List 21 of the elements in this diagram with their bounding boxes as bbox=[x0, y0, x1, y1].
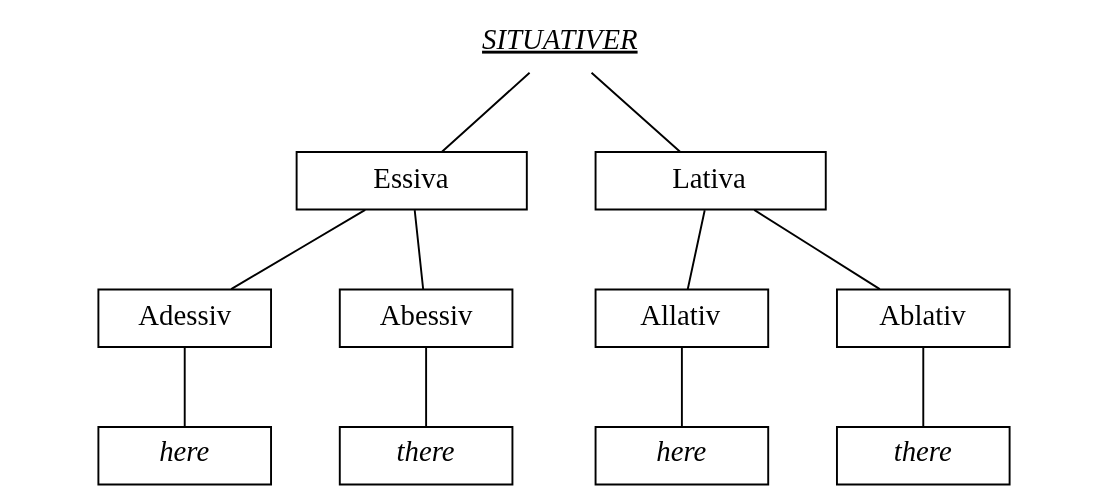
node-box: Lativa bbox=[594, 151, 827, 211]
connector bbox=[424, 346, 427, 428]
node-box: Allativ bbox=[594, 288, 769, 348]
node-box: Adessiv bbox=[96, 288, 272, 348]
connector bbox=[680, 346, 683, 428]
connector bbox=[229, 208, 366, 291]
node-box: here bbox=[594, 426, 769, 486]
node-box: Abessiv bbox=[338, 288, 513, 348]
connector bbox=[413, 209, 424, 291]
node-box: Ablativ bbox=[835, 288, 1011, 348]
node-text: SITUATIVER bbox=[481, 22, 638, 55]
connector bbox=[921, 346, 924, 428]
connector bbox=[752, 208, 881, 291]
node-box: Essiva bbox=[295, 151, 528, 211]
node-box: there bbox=[835, 426, 1011, 486]
node-box: there bbox=[338, 426, 513, 486]
connector bbox=[590, 71, 681, 153]
connector bbox=[183, 346, 186, 428]
node-box: here bbox=[96, 426, 272, 486]
connector bbox=[440, 71, 531, 153]
connector bbox=[686, 209, 706, 291]
